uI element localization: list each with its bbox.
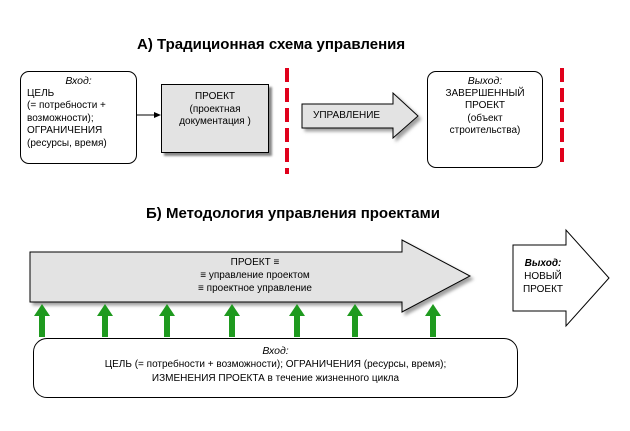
input-label: Вход: [65,75,92,87]
up-arrow-icon [97,304,113,337]
input-line: (ресурсы, время) [27,137,107,149]
output-line: ПРОЕКТ [464,100,506,111]
output-arrow-text: Выход: НОВЫЙ ПРОЕКТ [513,257,573,296]
project-arrow-shape [29,239,472,313]
input-b-line2-bold: ИЗМЕНЕНИЯ ПРОЕКТА [151,373,265,384]
output-arrow-label: Выход: [524,258,562,269]
output-box-a: Выход: ЗАВЕРШЕННЫЙ ПРОЕКТ (объект строит… [427,71,543,168]
section-b-title: Б) Методология управления проектами [146,205,440,222]
input-b-line1: ЦЕЛЬ (= потребности + возможности); ОГРА… [104,359,447,370]
up-arrows-group [34,304,441,337]
project-line: ПРОЕКТ [194,91,236,102]
project-arrow-line: ≡ проектное управление [198,283,312,294]
input-box-a: Вход: ЦЕЛЬ (= потребности + возможности)… [20,71,137,164]
output-arrow-shape [512,228,610,328]
up-arrow-icon [289,304,305,337]
output-arrow-line: НОВЫЙ [524,271,562,282]
input-line: ЦЕЛЬ [27,87,55,99]
project-arrow-line: ≡ управление проектом [200,270,310,281]
dashed-line-2 [560,68,564,166]
up-arrow-icon [224,304,240,337]
connector-arrowhead [154,112,161,118]
up-arrow-icon [159,304,175,337]
up-arrow-icon [347,304,363,337]
dashed-line-1 [285,68,289,174]
management-label: УПРАВЛЕНИЕ [313,110,381,121]
input-box-b: Вход: ЦЕЛЬ (= потребности + возможности)… [33,338,518,398]
input-b-line2-rest: в течение жизненного цикла [264,373,400,384]
output-arrow-line: ПРОЕКТ [522,284,564,295]
up-arrow-icon [425,304,441,337]
project-box: ПРОЕКТ (проектная документация ) [161,84,269,153]
output-line: (объект [467,112,503,124]
up-arrow-icon [34,304,50,337]
project-arrow-line: ПРОЕКТ ≡ [230,257,280,268]
input-line: ОГРАНИЧЕНИЯ [27,125,103,136]
management-arrow-shape [301,91,419,140]
project-line: (проектная [189,103,241,115]
project-line: документация ) [179,116,251,127]
output-line: ЗАВЕРШЕННЫЙ [445,87,525,99]
input-b-line2: ИЗМЕНЕНИЯ ПРОЕКТА в течение жизненного ц… [34,372,517,386]
section-a-title: А) Традиционная схема управления [137,36,406,53]
input-line: возможности); [27,112,94,124]
output-line: строительства) [449,125,521,136]
output-label: Выход: [467,75,503,87]
project-arrow-text: ПРОЕКТ ≡ ≡ управление проектом ≡ проектн… [130,256,380,295]
input-b-label: Вход: [262,345,289,357]
input-line: (= потребности + [27,100,106,111]
